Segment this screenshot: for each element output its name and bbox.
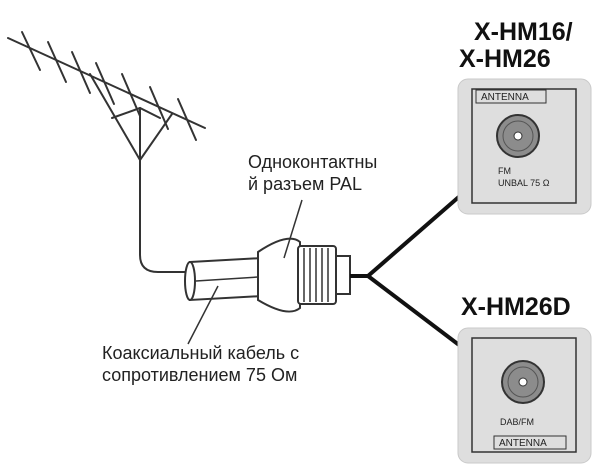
fm-antenna-panel: ANTENNA FM UNBAL 75 Ω (457, 78, 592, 215)
fm-terminal-impedance: UNBAL 75 Ω (498, 178, 550, 188)
connector-leader-line (283, 199, 303, 259)
connector-label-line-2: й разъем PAL (248, 174, 362, 194)
pal-connector-icon (257, 237, 351, 313)
dab-fm-terminal-label: DAB/FM (500, 417, 534, 427)
cable-label-line-1: Коаксиальный кабель с (102, 343, 299, 363)
fm-terminal-label: FM (498, 166, 511, 176)
dab-fm-antenna-panel: DAB/FM ANTENNA (457, 327, 592, 464)
model-title-bottom: X-HM26D (461, 293, 571, 321)
cable-leader-line (187, 285, 219, 345)
dab-fm-panel-tag: ANTENNA (499, 438, 547, 449)
model-title-line-2: X-HM26 (459, 45, 551, 73)
model-title-line-1: X-HM16/ (474, 18, 573, 46)
cable-label-line-2: сопротивлением 75 Ом (102, 365, 297, 385)
yagi-antenna-icon (7, 31, 206, 176)
coaxial-cable (184, 256, 263, 302)
antenna-lead-wire (139, 175, 200, 273)
connector-label-line-1: Одноконтактны (248, 152, 377, 172)
fm-panel-tag: ANTENNA (481, 92, 529, 103)
